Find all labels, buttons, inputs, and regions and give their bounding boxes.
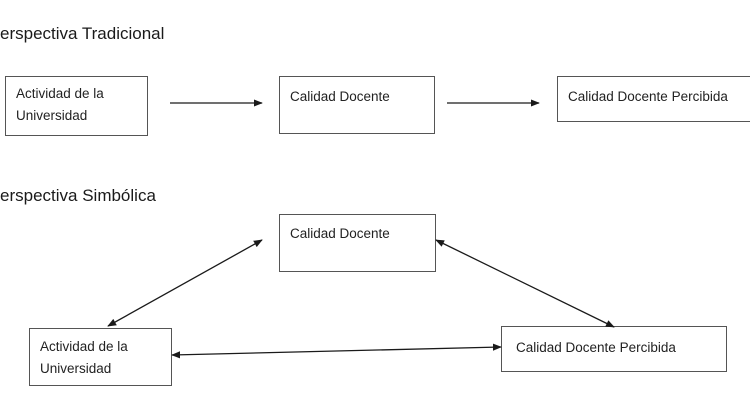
sym-arrow-calidad-actividad: [107, 239, 263, 327]
sym-arrow-actividad-percibida: [171, 343, 502, 359]
trad-node-calidad: Calidad Docente: [279, 76, 435, 134]
sym-node-calidad: Calidad Docente: [279, 214, 436, 272]
traditional-heading: erspectiva Tradicional: [0, 24, 165, 43]
symbolic-heading: erspectiva Simbólica: [0, 186, 156, 205]
sym-node-percibida: Calidad Docente Percibida: [501, 326, 727, 372]
trad-node-actividad: Actividad de la Universidad: [5, 76, 148, 136]
sym-arrow-calidad-percibida: [435, 239, 615, 328]
trad-node-percibida: Calidad Docente Percibida: [557, 76, 750, 122]
sym-node-actividad: Actividad de la Universidad: [29, 328, 172, 386]
